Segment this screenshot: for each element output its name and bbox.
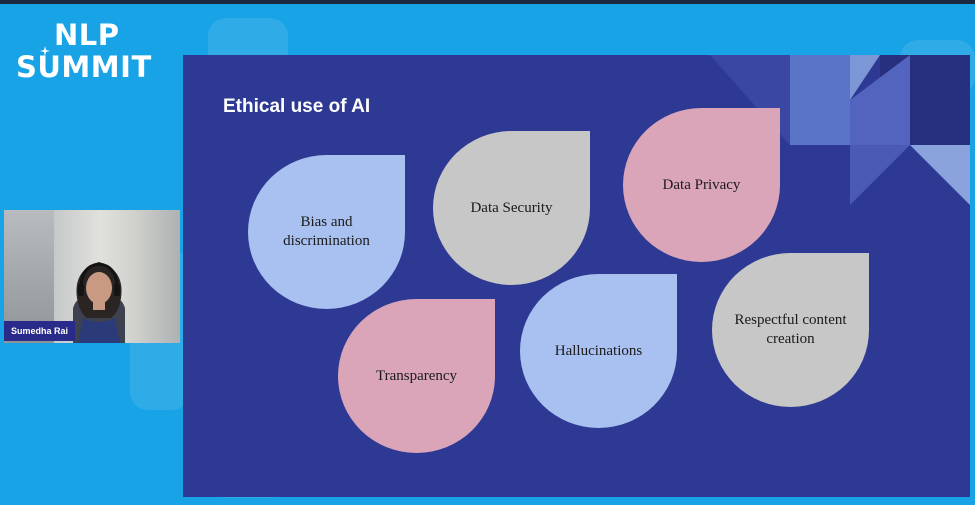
slide-decoration: [710, 55, 970, 205]
speaker-avatar: [73, 262, 125, 343]
video-background: [4, 210, 54, 343]
topic-bias-and-discrimination: Bias and discrimination: [248, 155, 405, 309]
logo-line-1: NLP: [54, 18, 120, 52]
speaker-name-tag: Sumedha Rai: [4, 321, 76, 341]
topic-data-privacy: Data Privacy: [623, 108, 780, 262]
top-strip: [0, 0, 975, 4]
presentation-slide: Ethical use of AI Bias and discriminatio…: [183, 55, 970, 497]
topic-respectful-content-creation: Respectful content creation: [712, 253, 869, 407]
slide-title: Ethical use of AI: [223, 96, 371, 117]
topic-transparency: Transparency: [338, 299, 495, 453]
speaker-video: [4, 210, 180, 343]
logo-line-2: SUMMIT: [16, 50, 152, 84]
topic-data-security: Data Security: [433, 131, 590, 285]
sparkle-icon: [40, 46, 50, 56]
event-logo: NLP SUMMIT: [16, 18, 151, 88]
topic-hallucinations: Hallucinations: [520, 274, 677, 428]
